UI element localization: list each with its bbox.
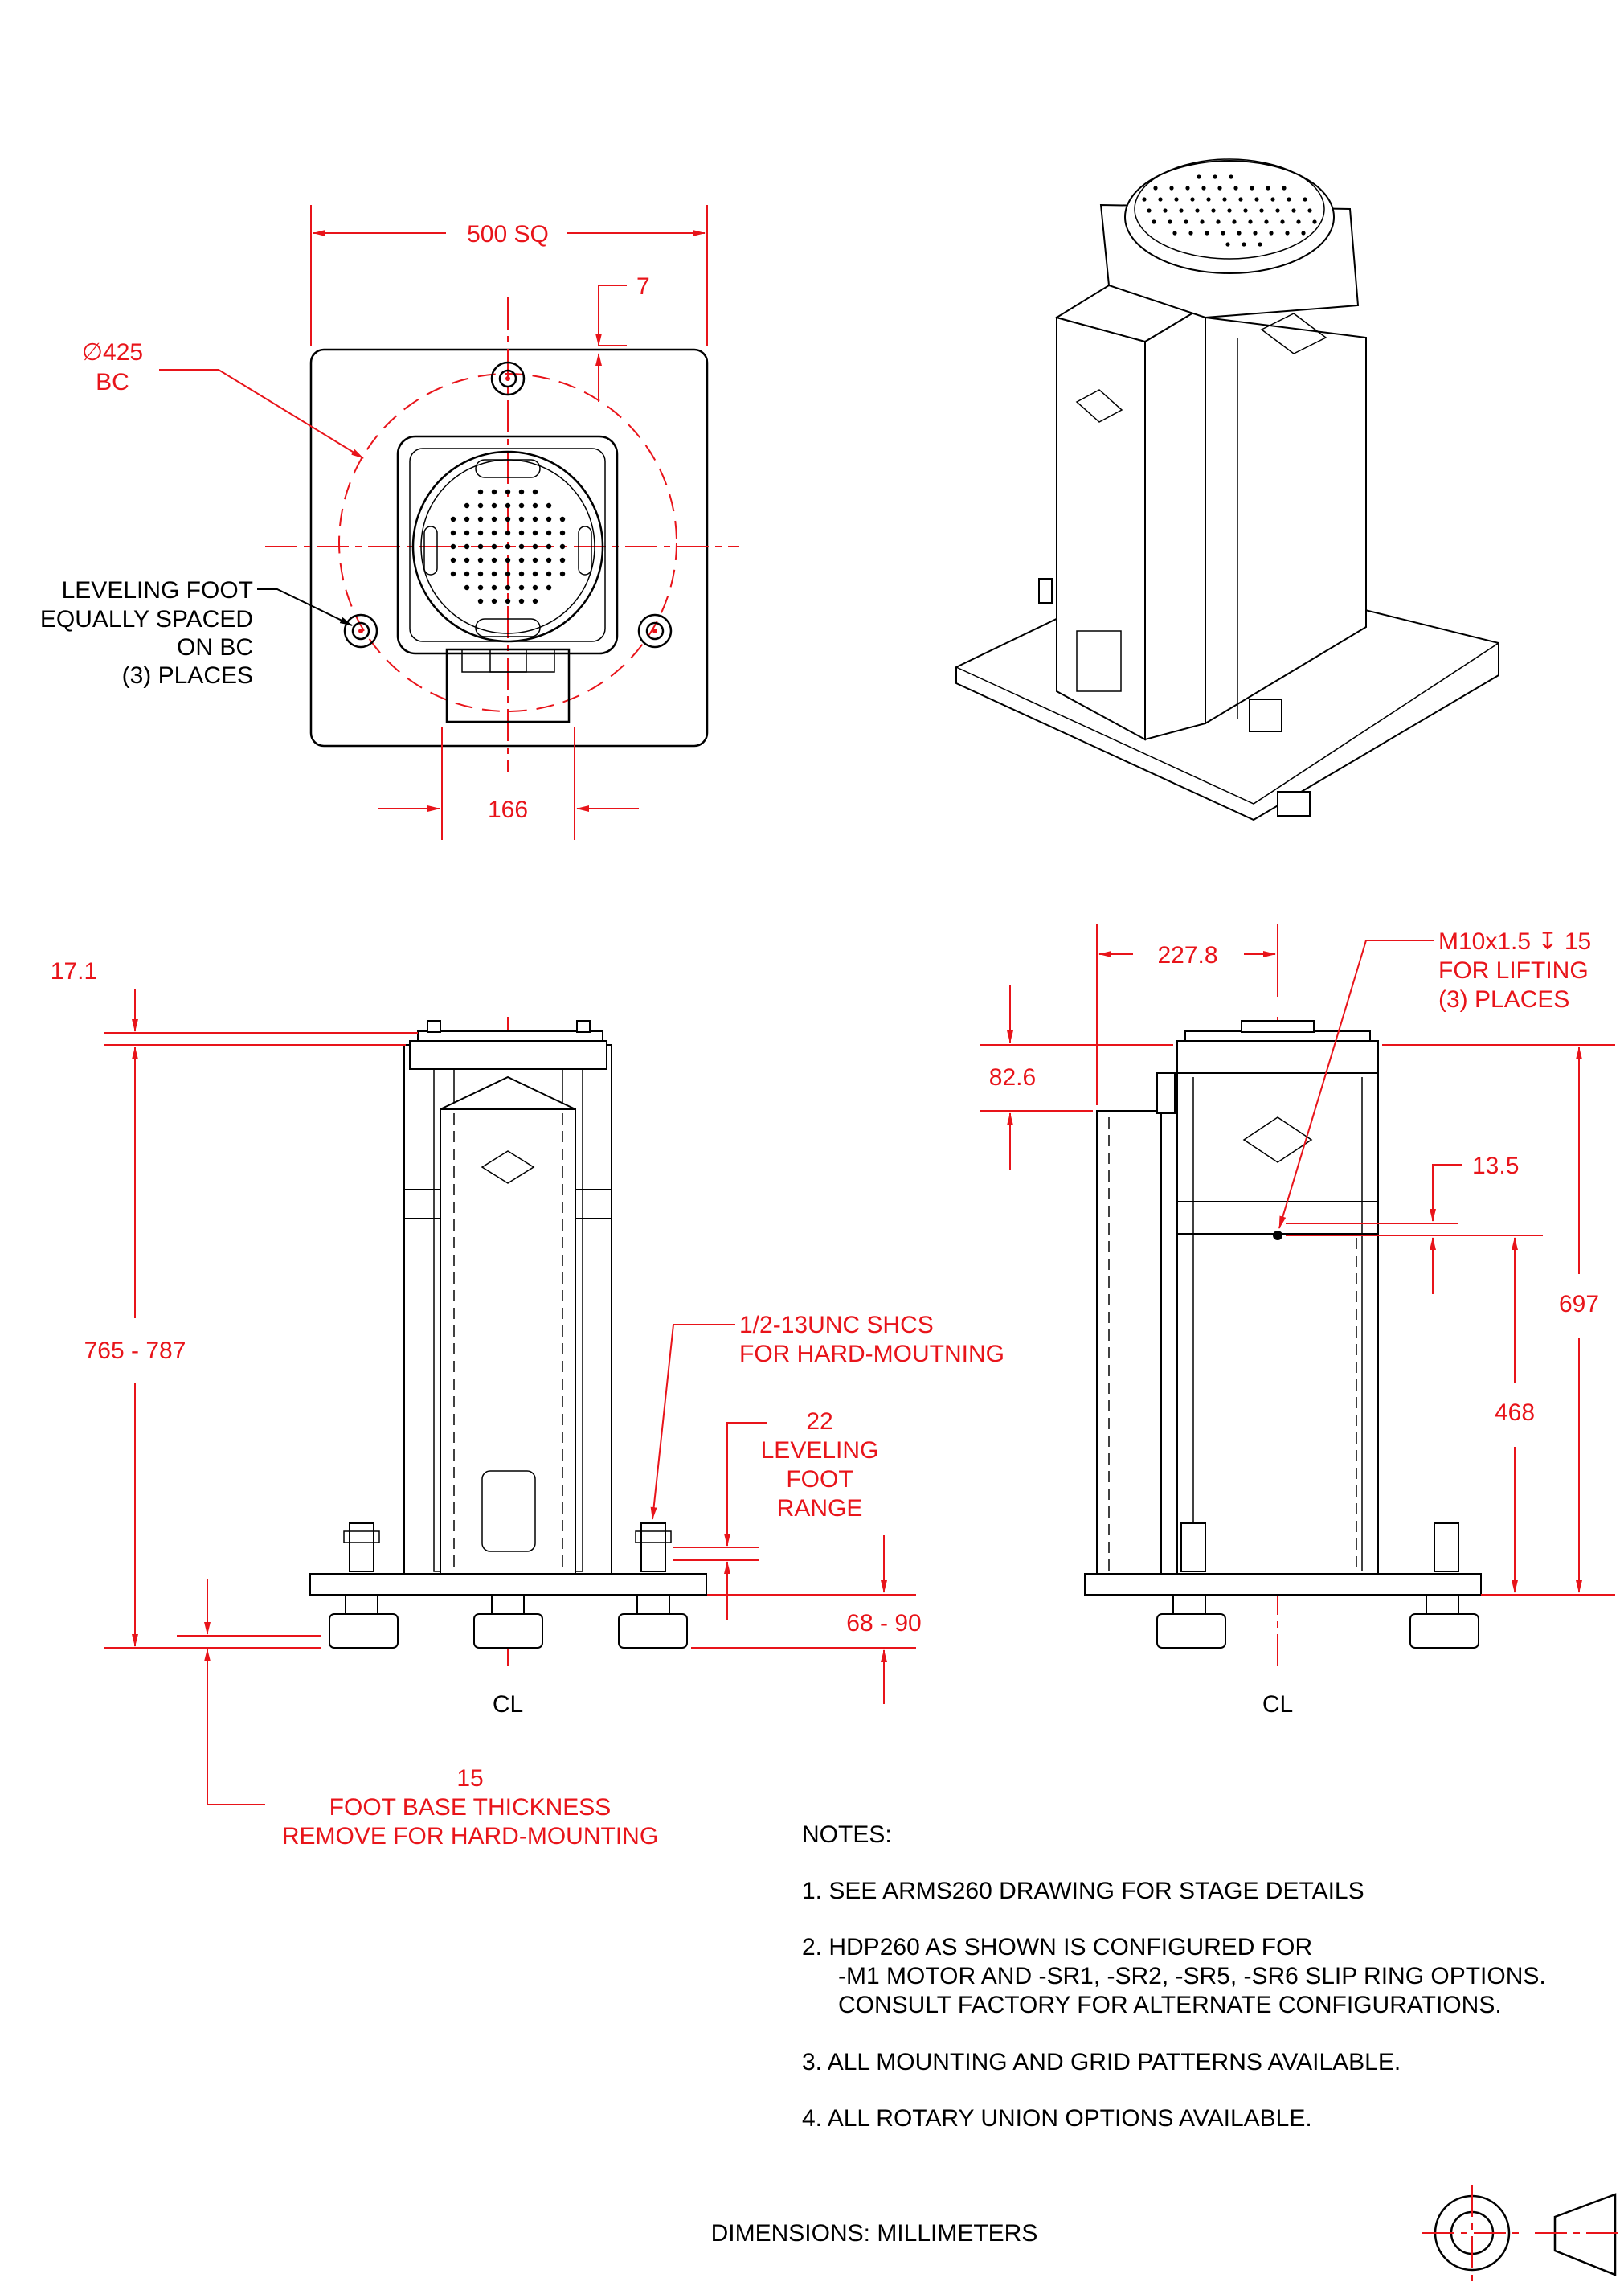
dim-13-5: 13.5 [1472,1153,1519,1179]
side-cover [1096,1110,1162,1575]
front-base-plate [309,1573,707,1596]
dim-82-6: 82.6 [989,1064,1036,1091]
shcs-label-2: FOR HARD-MOUTNING [739,1341,1004,1367]
front-foot-icon [473,1594,543,1649]
hole-grid [450,489,566,604]
note-2-line-1: 2. HDP260 AS SHOWN IS CONFIGURED FOR [802,1934,1312,1960]
leveling-foot-label-1: LEVELING FOOT [62,577,253,604]
base-plate-outline [309,348,709,748]
lifting-label-2: FOR LIFTING [1438,957,1589,984]
leveling-foot-label-3: ON BC [177,634,253,661]
side-foot-icon [1409,1594,1479,1649]
leveling-foot-label-4: (3) PLACES [122,662,253,689]
dim-7: 7 [636,273,650,300]
iso-turntable [1124,160,1335,274]
logo-icon [1260,313,1327,354]
logo-icon [1242,1116,1313,1163]
dim-166: 166 [488,797,528,823]
dim-468: 468 [1495,1399,1535,1426]
foot-base-label-2: FOOT BASE THICKNESS [329,1794,612,1821]
side-shcs-icon [1180,1522,1206,1572]
leveling-foot-icon [343,613,378,649]
dim-697: 697 [1559,1291,1599,1317]
units-label: DIMENSIONS: MILLIMETERS [711,2220,1038,2247]
lifting-label-1: M10x1.5 ↧ 15 [1438,928,1591,955]
note-3: 3. ALL MOUNTING AND GRID PATTERNS AVAILA… [802,2049,1401,2075]
lifting-hole-icon [1273,1231,1282,1240]
dim-68-90: 68 - 90 [846,1610,921,1637]
side-column [1176,1044,1379,1575]
range-label-2: LEVELING [761,1437,879,1464]
note-4: 4. ALL ROTARY UNION OPTIONS AVAILABLE. [802,2105,1312,2132]
iso-tower-front [1056,316,1146,741]
front-foot-icon [329,1594,399,1649]
front-foot-icon [618,1594,688,1649]
note-2-line-3: CONSULT FACTORY FOR ALTERNATE CONFIGURAT… [838,1992,1502,2018]
dim-765-787: 765 - 787 [84,1338,186,1364]
note-2-line-2: -M1 MOTOR AND -SR1, -SR2, -SR5, -SR6 SLI… [838,1963,1546,1989]
note-1: 1. SEE ARMS260 DRAWING FOR STAGE DETAILS [802,1878,1364,1904]
iso-foot-icon [1249,699,1282,732]
lifting-label-3: (3) PLACES [1438,986,1569,1013]
top-view: 500 SQ 7 ∅425 BC LEVELING FOOT EQUALLY S… [40,205,739,840]
front-shcs-icon [343,1522,380,1572]
shcs-label-1: 1/2-13UNC SHCS [739,1312,934,1338]
range-label-4: RANGE [777,1495,863,1522]
side-foot-icon [1156,1594,1226,1649]
dim-227-8: 227.8 [1157,942,1217,969]
range-label-1: 22 [806,1408,832,1435]
dim-17-1: 17.1 [51,958,97,985]
front-shcs-icon [635,1522,672,1572]
dim-bc-label: BC [96,369,129,395]
side-shcs-icon [1434,1522,1459,1572]
front-stage [409,1040,607,1070]
front-view: 17.1 765 - 787 15 FOOT BASE THICKNESS RE… [51,958,1004,1850]
centerline-label: CL [1262,1691,1293,1718]
foot-base-label-1: 15 [456,1765,483,1792]
range-label-3: FOOT [786,1466,853,1493]
side-view: 227.8 82.6 M10x1.5 ↧ 15 FOR LIFTING (3) … [980,924,1615,1718]
isometric-view [955,158,1499,821]
logo-icon [481,1150,535,1184]
notes-heading: NOTES: [802,1821,892,1848]
dim-425-label: ∅425 [82,339,143,366]
side-stage [1176,1040,1379,1074]
leveling-foot-icon [637,613,673,649]
notes: NOTES: 1. SEE ARMS260 DRAWING FOR STAGE … [802,1821,1546,2132]
leveling-foot-label-2: EQUALLY SPACED [40,606,253,633]
foot-base-label-3: REMOVE FOR HARD-MOUNTING [282,1823,658,1850]
dim-500-sq: 500 SQ [467,221,549,248]
centerline-label: CL [493,1691,523,1718]
projection-symbol-icon [1422,2185,1624,2282]
logo-icon [1075,389,1123,423]
stage-body [396,435,619,655]
side-base-plate [1084,1573,1482,1596]
leveling-foot-icon [490,361,526,396]
